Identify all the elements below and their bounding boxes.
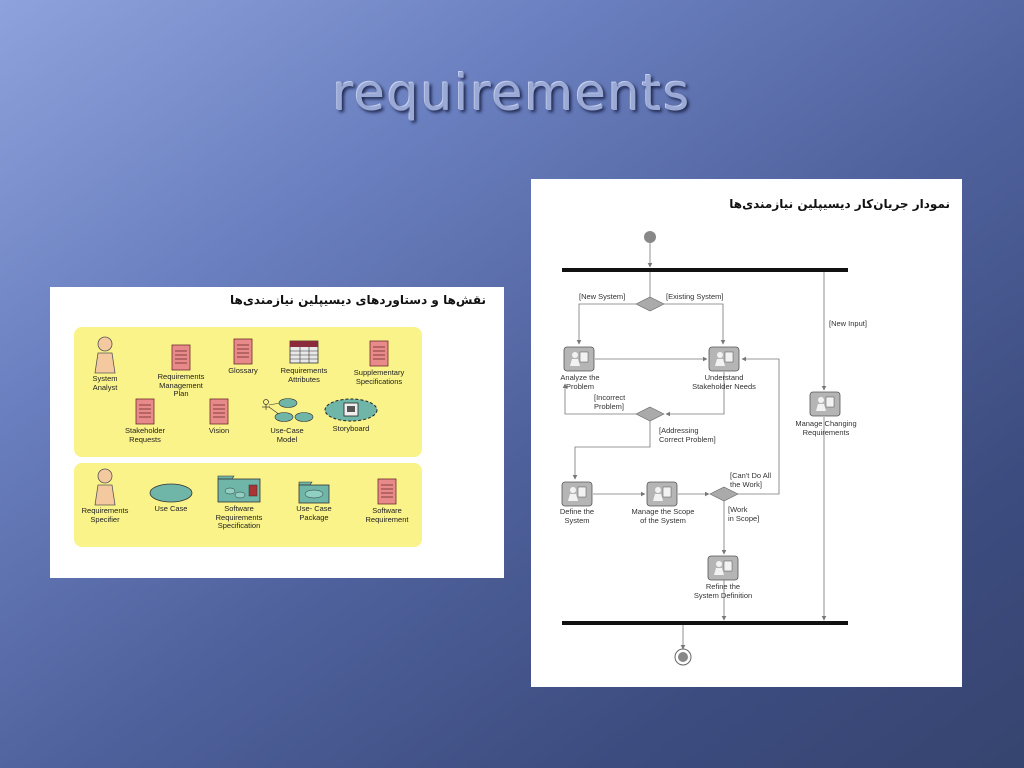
artifact-label: Use- Case Package [296, 504, 332, 522]
artifact-label: Vision [208, 426, 230, 435]
artifact-system-analyst: System Analyst [68, 335, 142, 392]
artifact-label: Use-Case Model [270, 426, 304, 444]
activity-analyze-icon [563, 346, 595, 372]
document-icon [135, 398, 155, 425]
artifact-storyboard: Storyboard [314, 397, 388, 434]
guard-incorrect-problem: [Incorrect Problem] [594, 393, 626, 411]
artifact-label: Use Case [154, 504, 188, 513]
artifact-requirements-attributes: Requirements Attributes [267, 337, 341, 384]
artifact-label: Stakeholder Requests [124, 426, 166, 444]
artifact-use-case-model: Use-Case Model [250, 397, 324, 444]
fork-bar [562, 268, 848, 272]
activity-manage-changing-label: Manage Changing Requirements [795, 419, 857, 437]
guard-cant-do-all: [Can't Do All the Work] [730, 471, 772, 489]
artifact-label: Software Requirement [365, 506, 409, 524]
activity-refine-icon [707, 555, 739, 581]
activity-manage-scope-label: Manage the Scope of the System [631, 507, 695, 525]
package-icon [217, 475, 261, 503]
roles-artifacts-heading: نقش‌ها و دستاوردهای دیسیپلین نیازمندی‌ها [230, 293, 486, 307]
decision-node [709, 486, 739, 502]
artifact-supplementary-specifications: Supplementary Specifications [342, 339, 416, 386]
artifact-stakeholder-requests: Stakeholder Requests [108, 397, 182, 444]
use-case-model-icon [262, 398, 314, 422]
actor-icon [94, 336, 116, 374]
workflow-diagram [561, 231, 848, 666]
guard-existing-system: [Existing System] [666, 292, 724, 301]
artifact-use-case: Use Case [134, 481, 208, 514]
activity-analyze-label: Analyze the Problem [560, 373, 600, 391]
guard-new-system: [New System] [579, 292, 626, 301]
artifact-label: System Analyst [92, 374, 118, 392]
guard-work-in-scope: [Work in Scope] [728, 505, 760, 523]
use-case-icon [149, 483, 193, 503]
artifact-software-requirements-specification: Software Requirements Specification [202, 473, 276, 531]
actor-icon [94, 468, 116, 506]
activity-understand-label: Understand Stakeholder Needs [692, 373, 756, 391]
decision-node [635, 406, 665, 422]
artifact-label: Glossary [228, 366, 258, 375]
document-icon [369, 340, 389, 367]
document-icon [233, 338, 253, 365]
roles-artifacts-panel: نقش‌ها و دستاوردهای دیسیپلین نیازمندی‌ها… [50, 287, 504, 578]
initial-node [644, 231, 656, 243]
artifact-label: Supplementary Specifications [353, 368, 405, 386]
artifacts-top-group: System Analyst Requirements Management P… [74, 327, 422, 457]
activity-understand-icon [708, 346, 740, 372]
storyboard-icon [324, 398, 378, 422]
activity-refine-label: Refine the System Definition [693, 582, 753, 600]
artifact-label: Requirements Management Plan [157, 372, 205, 398]
artifact-label: Software Requirements Specification [215, 504, 263, 530]
artifact-use-case-package: Use- Case Package [277, 479, 351, 522]
artifact-software-requirement: Software Requirement [350, 477, 424, 524]
document-icon [377, 478, 397, 505]
activity-manage-changing-icon [809, 391, 841, 417]
decision-node [635, 296, 665, 312]
activity-define-label: Define the System [559, 507, 595, 525]
artifact-requirements-specifier: Requirements Specifier [68, 467, 142, 524]
guard-new-input: [New Input] [829, 319, 867, 328]
package-icon [298, 481, 330, 504]
slide-title: requirements [332, 64, 692, 122]
artifacts-bottom-group: Requirements Specifier Use Case Software… [74, 463, 422, 547]
workflow-heading: نمودار جریان‌کار دیسیپلین نیازمندی‌ها [729, 197, 950, 211]
database-icon [289, 340, 319, 364]
workflow-panel: نمودار جریان‌کار دیسیپلین نیازمندی‌ها [531, 179, 962, 687]
guard-addressing: [Addressing Correct Problem] [659, 426, 716, 444]
artifact-glossary: Glossary [206, 337, 280, 376]
join-bar [562, 621, 848, 625]
artifact-label: Requirements Specifier [81, 506, 129, 524]
document-icon [171, 344, 191, 371]
document-icon [209, 398, 229, 425]
artifact-vision: Vision [182, 397, 256, 436]
artifact-label: Requirements Attributes [280, 366, 328, 384]
activity-define-icon [561, 481, 593, 507]
artifact-requirements-management-plan: Requirements Management Plan [144, 343, 218, 399]
activity-manage-scope-icon [646, 481, 678, 507]
artifact-label: Storyboard [332, 424, 370, 433]
